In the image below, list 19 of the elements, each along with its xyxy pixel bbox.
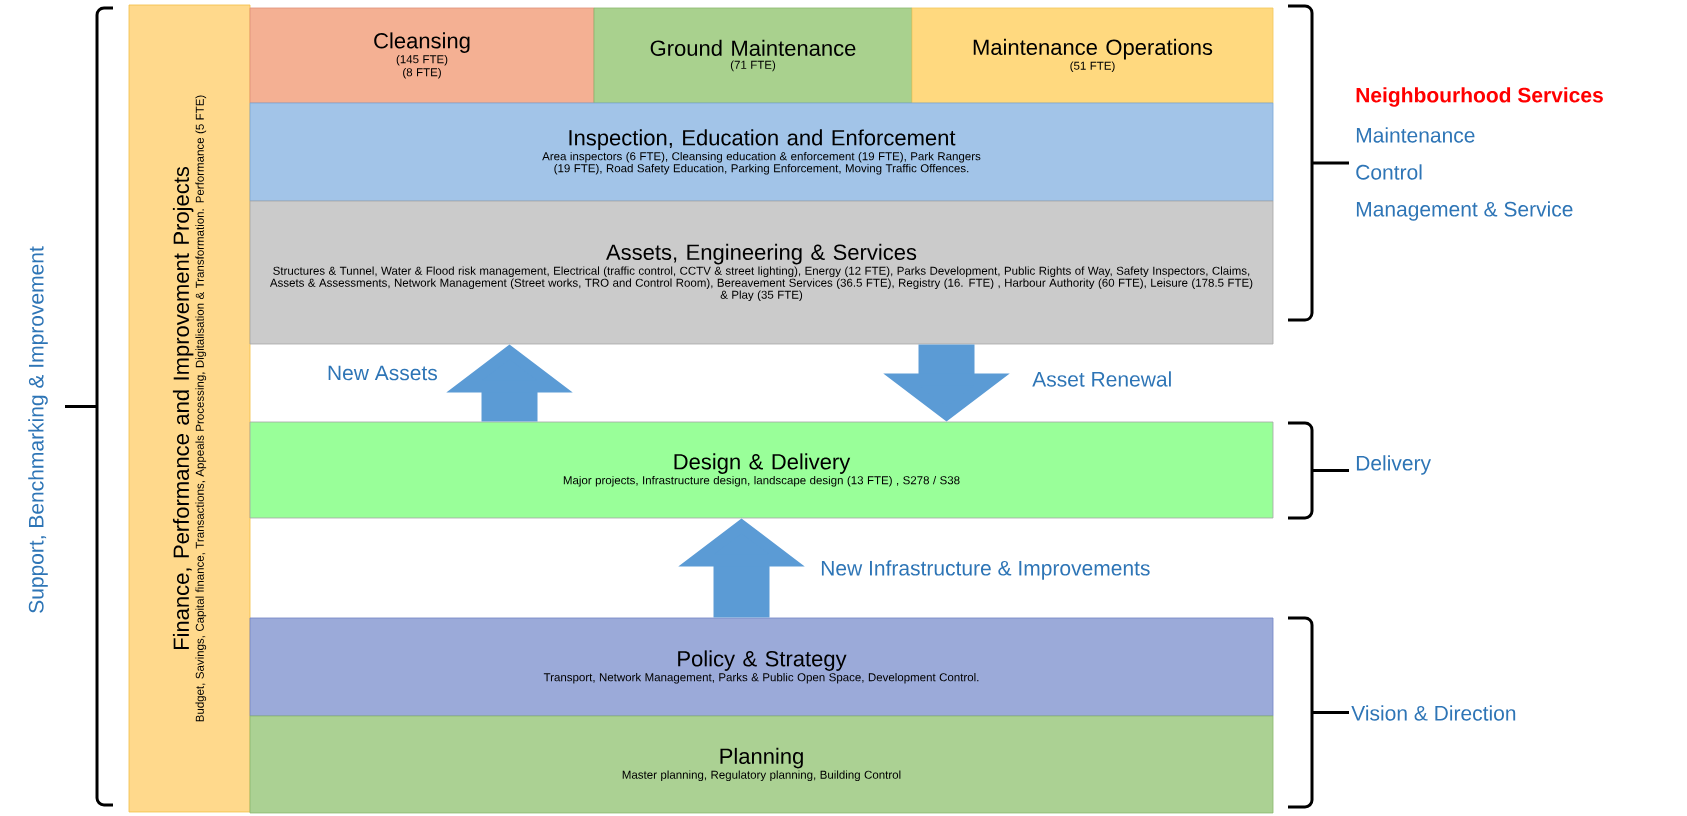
service-box: Maintenance Operations (51 FTE)	[911, 7, 1274, 104]
service-box: Policy & Strategy Transport, Network Management, Parks & Public Open Space, Development Control.	[249, 617, 1274, 717]
service-box: Planning Master planning, Regulatory planning, Building Control	[249, 715, 1274, 814]
group-label: Support, Benchmarking & Improvement	[28, 246, 48, 613]
group-label: Maintenance	[1356, 127, 1475, 143]
service-box: Assets, Engineering & Services Structures & Tunnel, Water & Flood risk management, Electrical (traffic control, CCTV & street lighting), Energy (12 FTE), Parks Development, Public Rights of Way, Safety Inspectors, Claims, Assets & Assessments, Network Management (Street works, TRO and Control Room), Bereavement Services (36.5 FTE), Registry (16. FTE) , Harbour Authority (60 FTE), Leisure (178.5 FTE) & Play (35 FTE)	[249, 200, 1274, 345]
service-box: Inspection, Education and Enforcement Area inspectors (6 FTE), Cleansing education & enforcement (19 FTE), Park Rangers (19 FTE), Road Safety Education, Parking Enforcement, Moving Traffic Offences.	[249, 102, 1274, 202]
edge-label: New Assets	[324, 363, 440, 383]
edge-label: New Infrastructure & Improvements	[818, 558, 1153, 582]
group-label: Vision & Direction	[1351, 705, 1516, 721]
group-label: Management & Service	[1356, 201, 1573, 221]
group-label: Control	[1356, 164, 1422, 180]
group-label: Delivery	[1356, 455, 1431, 475]
group-label: Neighbourhood Services	[1356, 87, 1603, 107]
edge-label: Asset Renewal	[1030, 369, 1175, 389]
service-box: Ground Maintenance (71 FTE)	[593, 7, 913, 104]
service-box: Cleansing (145 FTE) (8 FTE)	[249, 7, 595, 104]
service-box: Design & Delivery Major projects, Infrastructure design, landscape design (13 FTE) , S278 / S38	[249, 421, 1274, 519]
project-band: Finance, Performance and Improvement Projects Budget, Savings, Capital finance, Transactions, Appeals Processing, Digitalisation & Transformation. Performance (5 FTE)	[128, 4, 251, 813]
